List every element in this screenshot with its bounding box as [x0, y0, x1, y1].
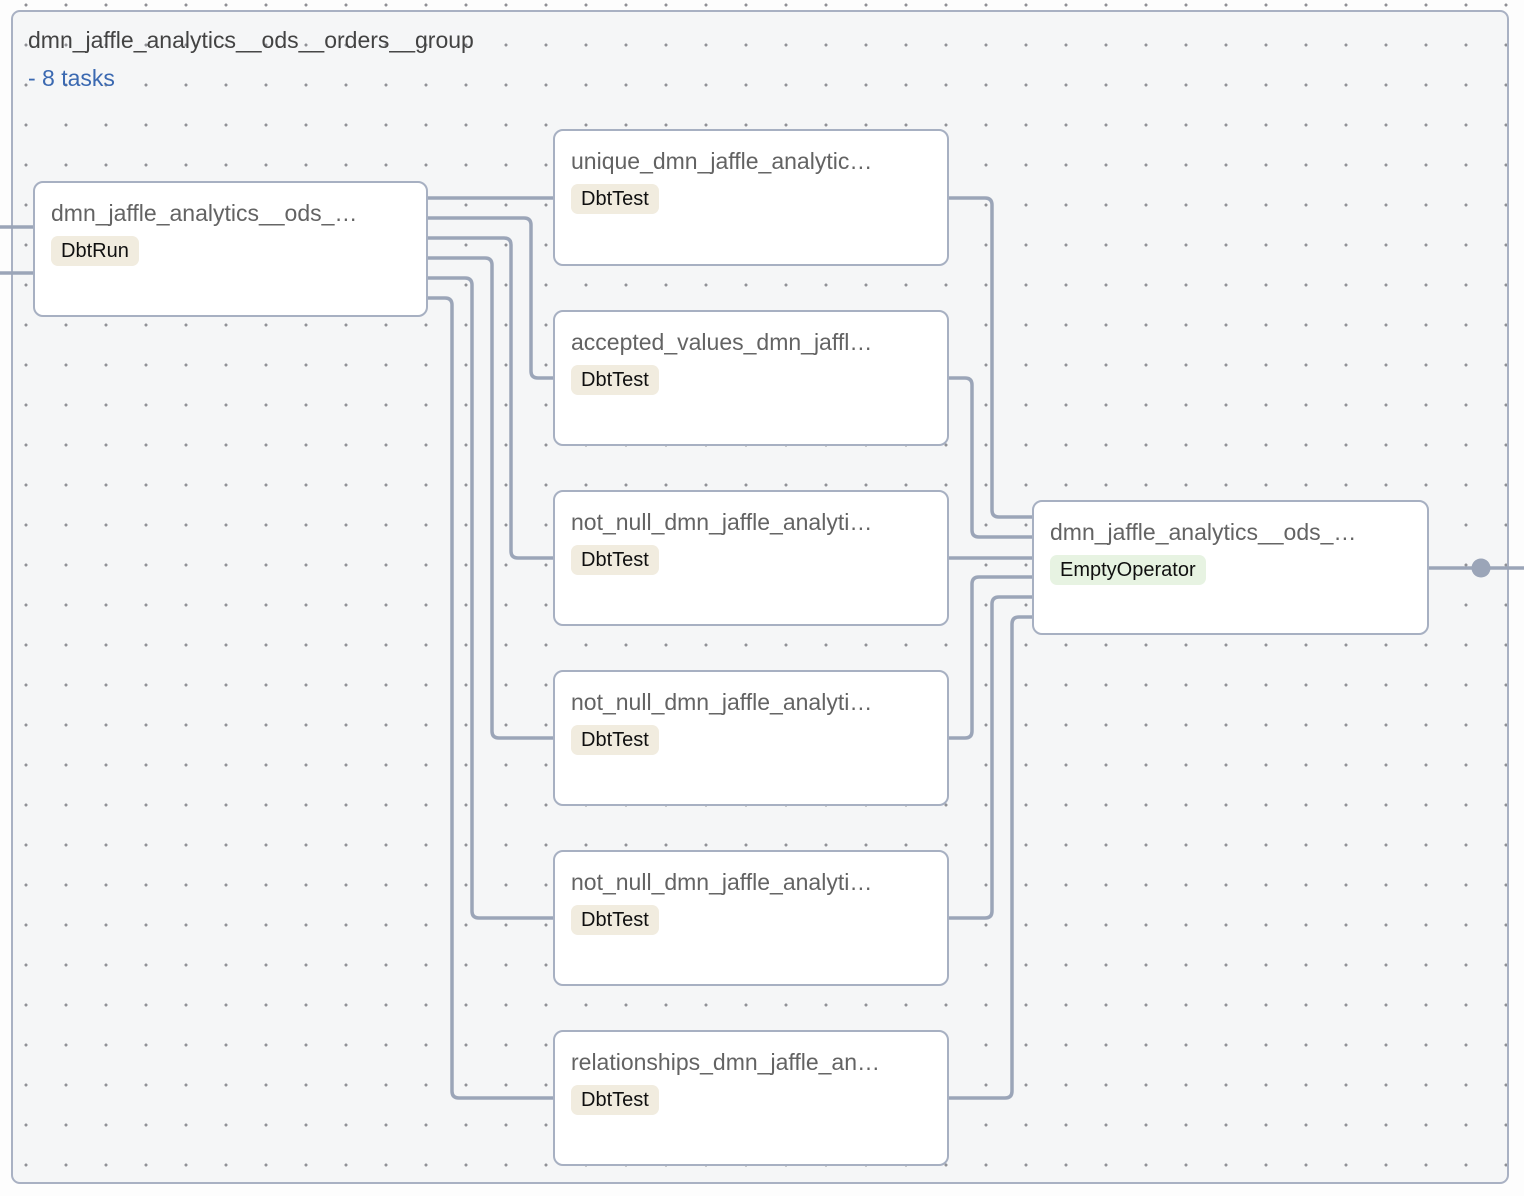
task-title: not_null_dmn_jaffle_analyti… — [571, 689, 873, 715]
task-node-dbt-run[interactable]: dmn_jaffle_analytics__ods_… DbtRun — [33, 181, 428, 317]
task-node-empty-operator[interactable]: dmn_jaffle_analytics__ods_… EmptyOperato… — [1032, 500, 1429, 635]
dag-edge — [428, 276, 553, 920]
task-title: dmn_jaffle_analytics__ods_… — [51, 200, 358, 226]
task-title: not_null_dmn_jaffle_analyti… — [571, 509, 873, 535]
operator-badge: DbtTest — [571, 905, 659, 935]
task-group-title: dmn_jaffle_analytics__ods__orders__group — [28, 27, 474, 53]
task-node-not-null-test-2[interactable]: not_null_dmn_jaffle_analyti… DbtTest — [553, 670, 949, 806]
operator-badge: DbtRun — [51, 236, 139, 266]
operator-badge: DbtTest — [571, 545, 659, 575]
dag-edge — [948, 376, 1032, 539]
task-group-collapse-toggle[interactable]: - 8 tasks — [28, 65, 115, 91]
dag-edge — [428, 296, 553, 1100]
task-title: not_null_dmn_jaffle_analyti… — [571, 869, 873, 895]
operator-badge: EmptyOperator — [1050, 555, 1206, 585]
task-title: dmn_jaffle_analytics__ods_… — [1050, 519, 1357, 545]
operator-badge: DbtTest — [571, 1085, 659, 1115]
dag-edge — [948, 595, 1032, 920]
task-node-accepted-values-test[interactable]: accepted_values_dmn_jaffl… DbtTest — [553, 310, 949, 446]
dag-edge — [428, 216, 553, 380]
edge-junction-dot — [1471, 558, 1491, 578]
dag-edge — [428, 256, 553, 740]
dag-edge — [948, 196, 1032, 519]
task-node-unique-test[interactable]: unique_dmn_jaffle_analytic… DbtTest — [553, 129, 949, 266]
task-title: relationships_dmn_jaffle_an… — [571, 1049, 880, 1075]
operator-badge: DbtTest — [571, 365, 659, 395]
task-node-not-null-test-1[interactable]: not_null_dmn_jaffle_analyti… DbtTest — [553, 490, 949, 626]
dag-edges — [0, 196, 1524, 1100]
dag-edge — [948, 575, 1032, 740]
task-node-not-null-test-3[interactable]: not_null_dmn_jaffle_analyti… DbtTest — [553, 850, 949, 986]
dag-edge — [428, 236, 553, 560]
dag-edge — [948, 615, 1032, 1100]
task-title: accepted_values_dmn_jaffl… — [571, 329, 873, 355]
task-node-relationships-test[interactable]: relationships_dmn_jaffle_an… DbtTest — [553, 1030, 949, 1166]
task-title: unique_dmn_jaffle_analytic… — [571, 148, 873, 174]
operator-badge: DbtTest — [571, 725, 659, 755]
operator-badge: DbtTest — [571, 184, 659, 214]
